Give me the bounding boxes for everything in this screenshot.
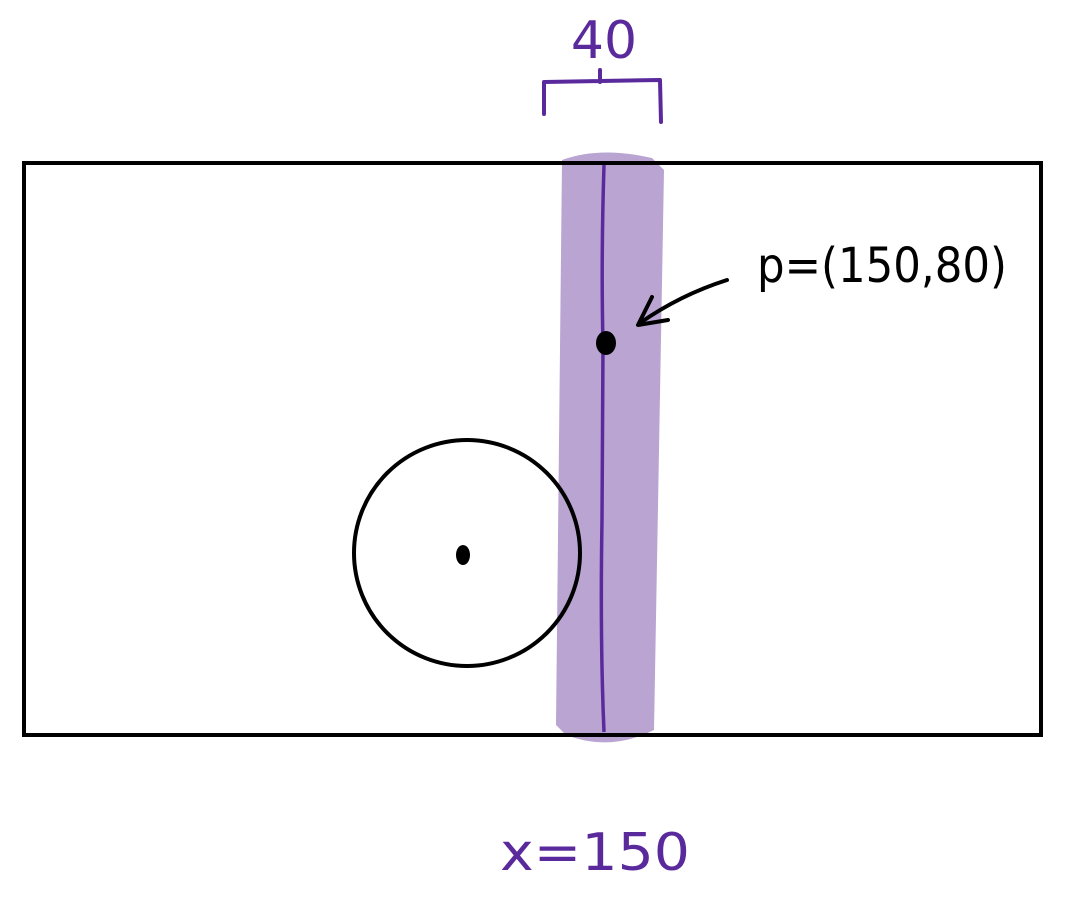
arrow-head (636, 295, 670, 327)
arrow-shaft (638, 278, 729, 325)
bounding-rectangle (22, 161, 1043, 737)
point-label: p=(150,80) (757, 238, 1007, 294)
point-p-dot (596, 331, 616, 355)
line-label: x=150 (500, 823, 690, 883)
circle (352, 438, 582, 668)
vertical-line (599, 164, 606, 733)
highlight-strip (556, 152, 664, 743)
width-label: 40 (571, 11, 637, 71)
circle-center-dot (456, 545, 470, 565)
width-bracket (542, 68, 663, 124)
